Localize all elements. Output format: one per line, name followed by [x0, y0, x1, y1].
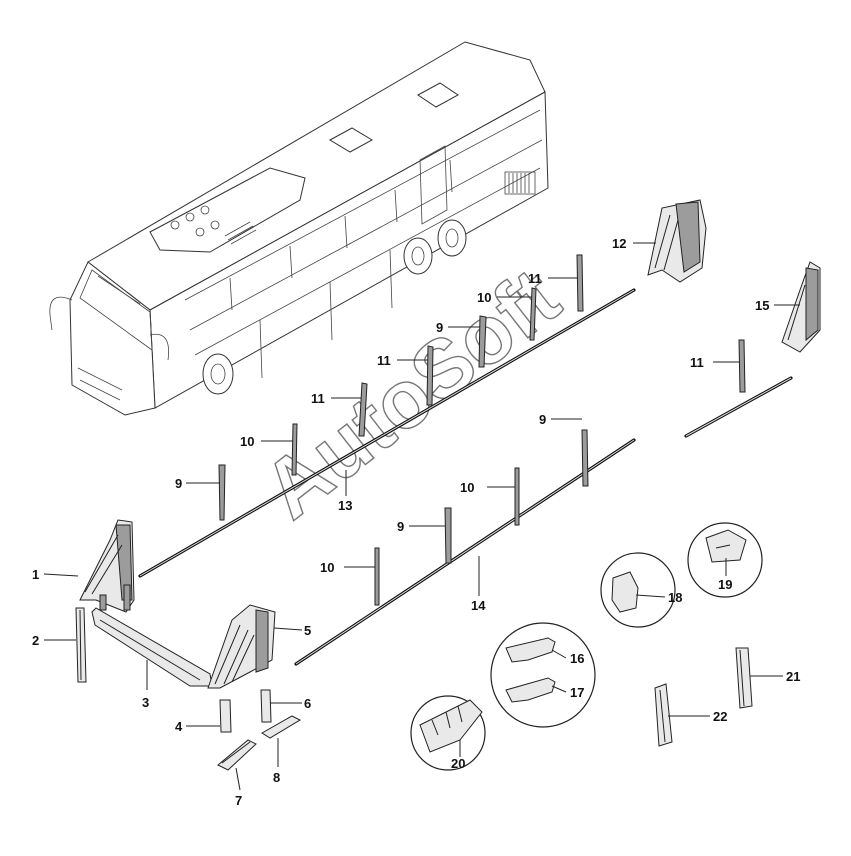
leader-lines — [43, 242, 800, 791]
callout-21: 21 — [786, 669, 800, 684]
part-2 — [75, 607, 87, 683]
callout-11-c: 11 — [528, 271, 542, 286]
callout-9-c: 9 — [539, 412, 546, 427]
callout-14: 14 — [471, 598, 486, 613]
part-15 — [781, 261, 821, 353]
part-22 — [654, 683, 673, 747]
callout-2: 2 — [32, 633, 39, 648]
strip-14 — [294, 438, 636, 666]
callout-11-d: 11 — [690, 355, 704, 370]
callout-4: 4 — [175, 719, 183, 734]
rear-grille — [504, 171, 536, 195]
callout-20: 20 — [451, 756, 465, 771]
callout-22: 22 — [713, 709, 727, 724]
detail-circle-16-17 — [490, 622, 596, 728]
bus-illustration — [49, 41, 549, 416]
callout-3: 3 — [142, 695, 149, 710]
strip-13 — [138, 288, 636, 578]
detail-circle-18 — [600, 552, 676, 628]
part-8 — [261, 715, 302, 739]
callout-5: 5 — [304, 623, 311, 638]
strip-right — [684, 376, 793, 438]
part-12 — [647, 199, 707, 283]
part-3 — [91, 607, 213, 687]
part-5 — [207, 604, 276, 689]
callout-18: 18 — [668, 590, 682, 605]
part-4 — [219, 699, 232, 733]
front-wheel — [202, 353, 234, 395]
callout-17: 17 — [570, 685, 584, 700]
callout-16: 16 — [570, 651, 584, 666]
callout-6: 6 — [304, 696, 311, 711]
part-1 — [79, 519, 135, 613]
callout-11-a: 11 — [311, 391, 325, 406]
callout-9-b: 9 — [436, 320, 443, 335]
callout-7: 7 — [235, 793, 242, 808]
callout-10-b: 10 — [477, 290, 491, 305]
callout-10-c: 10 — [460, 480, 474, 495]
callout-10-d: 10 — [320, 560, 334, 575]
trim-pieces — [218, 254, 746, 606]
callout-12: 12 — [612, 236, 626, 251]
callout-9-d: 9 — [397, 519, 404, 534]
detail-circle-19 — [687, 522, 763, 598]
rear-wheels — [403, 219, 467, 275]
part-7 — [217, 739, 257, 771]
callout-11-b: 11 — [377, 353, 391, 368]
callout-19: 19 — [718, 577, 732, 592]
callout-10-a: 10 — [240, 434, 254, 449]
callout-15: 15 — [755, 298, 769, 313]
callout-1: 1 — [32, 567, 39, 582]
callout-9-a: 9 — [175, 476, 182, 491]
part-6 — [260, 689, 272, 723]
detail-circle-20 — [410, 695, 486, 771]
callout-13: 13 — [338, 498, 352, 513]
part-21 — [735, 647, 753, 709]
callout-8: 8 — [273, 770, 280, 785]
